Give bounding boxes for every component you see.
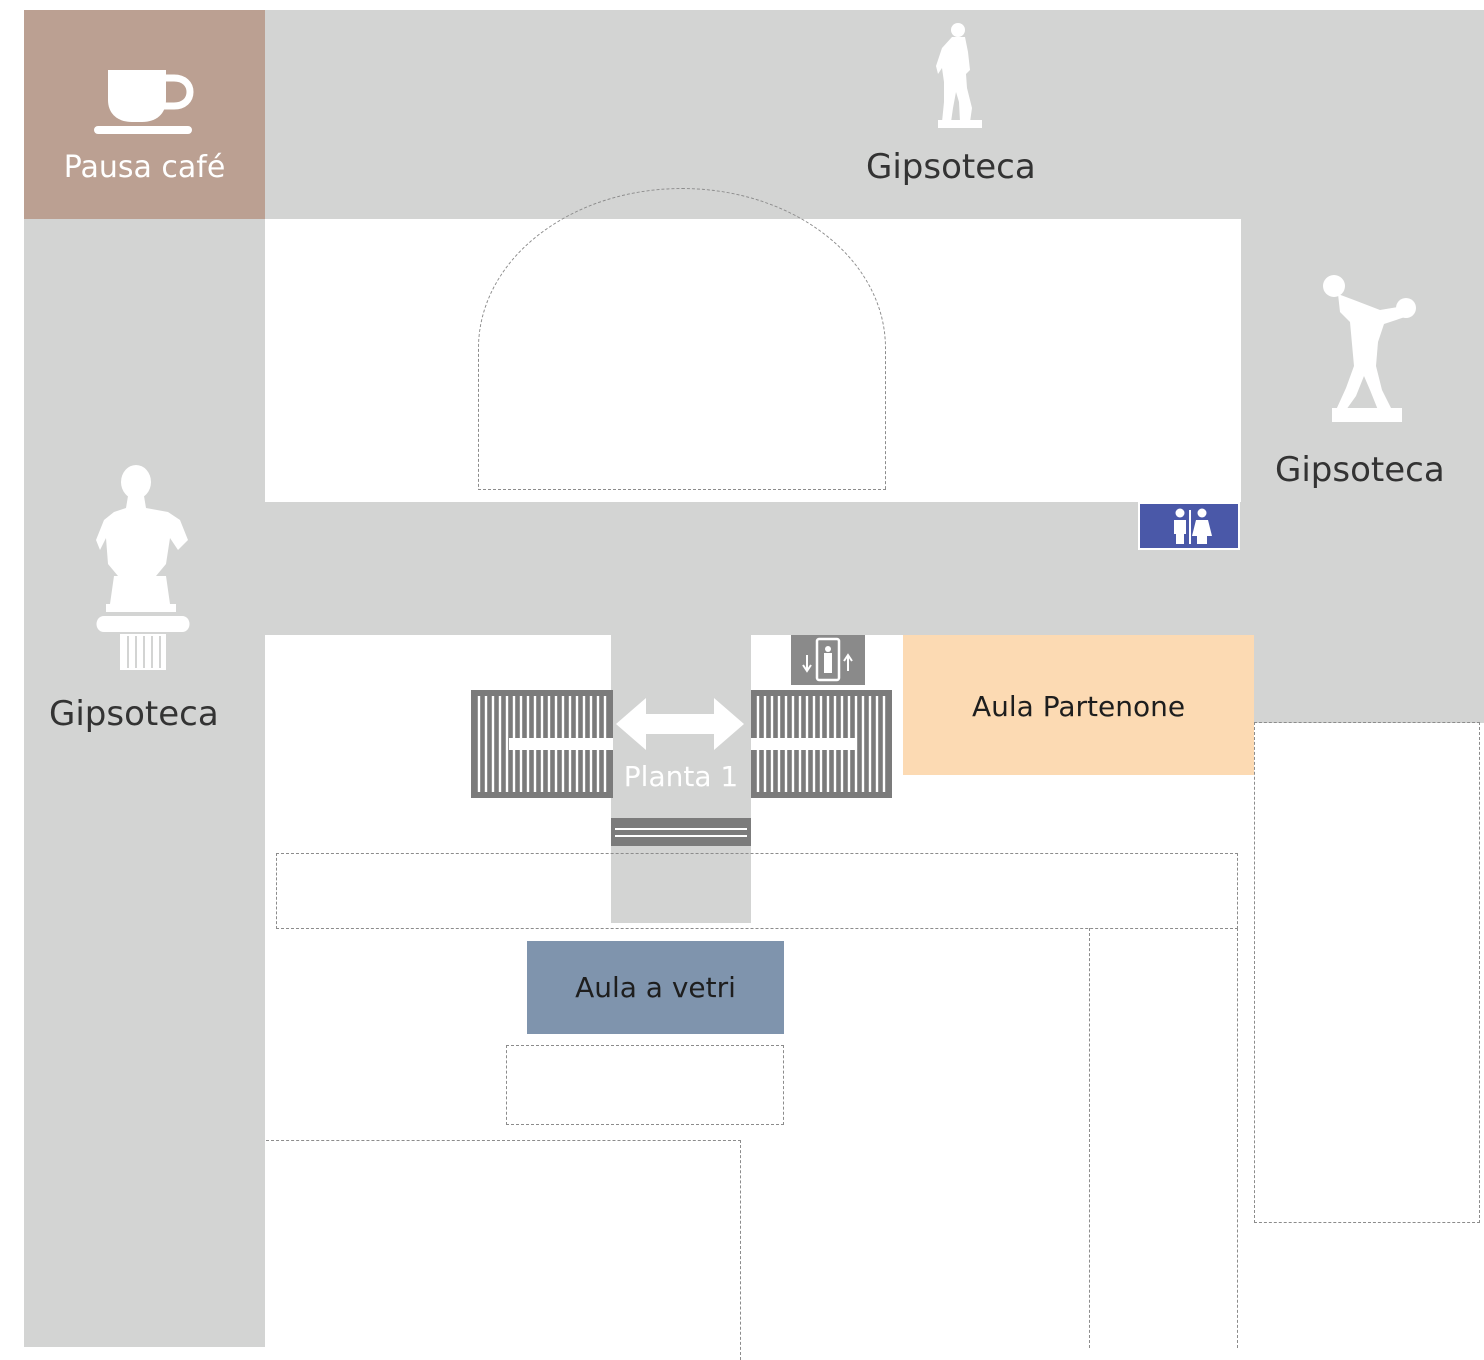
elevator-icon[interactable]	[791, 635, 865, 685]
outline-bottom-left	[266, 1140, 741, 1360]
corridor-left	[24, 219, 265, 1347]
outline-bottom-mid	[1089, 928, 1090, 1348]
outline-right-tall	[1254, 722, 1480, 1223]
stairs-label: Planta 1	[623, 760, 739, 793]
room-partenone[interactable]: Aula Partenone	[903, 635, 1254, 775]
outline-bottom-right	[1237, 928, 1238, 1348]
room-vetri-label: Aula a vetri	[575, 971, 736, 1004]
corridor-top	[264, 10, 1484, 219]
coffee-cup-icon	[94, 68, 194, 134]
stair-landing	[611, 634, 751, 923]
bust-on-column-icon	[96, 464, 192, 674]
discobolus-statue-icon	[1320, 270, 1420, 425]
corridor-right	[1241, 219, 1484, 723]
stair-step-bar	[611, 818, 751, 846]
cafe-label: Pausa café	[63, 150, 226, 185]
corridor-middle	[264, 502, 1242, 635]
room-partenone-label: Aula Partenone	[971, 690, 1186, 723]
staircase-left	[471, 690, 613, 798]
gallery-top-label: Gipsoteca	[866, 147, 1036, 187]
dome-outline	[478, 188, 886, 490]
staircase-right	[751, 690, 892, 798]
double-arrow-icon[interactable]	[616, 694, 744, 754]
restroom-icon[interactable]	[1138, 502, 1240, 550]
outline-small-box	[506, 1045, 784, 1125]
room-vetri[interactable]: Aula a vetri	[527, 941, 784, 1034]
david-statue-icon	[934, 22, 986, 128]
outline-wide-upper	[276, 853, 1238, 929]
gallery-right-label: Gipsoteca	[1275, 450, 1445, 490]
gallery-left-label: Gipsoteca	[49, 694, 219, 734]
cafe-area[interactable]: Pausa café	[24, 10, 265, 219]
